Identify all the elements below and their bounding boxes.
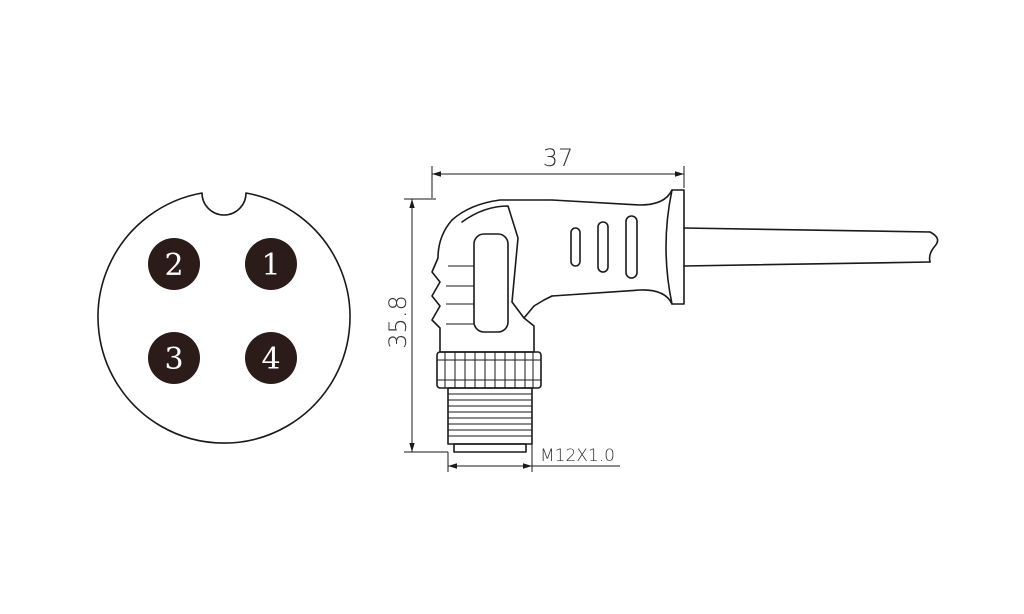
pinout-face-view: 2 1 3 4 <box>97 192 351 444</box>
dimension-thread: M12X1.0 <box>447 444 620 472</box>
pin-1-dot <box>245 238 297 290</box>
pin-3: 3 <box>148 332 200 384</box>
dimension-length: 37 <box>431 144 685 198</box>
pin-1: 1 <box>245 238 297 290</box>
coupling-nut <box>436 351 542 389</box>
grip-slot <box>625 215 638 279</box>
connector-side-view <box>431 189 939 453</box>
cable <box>683 227 939 267</box>
angled-body <box>431 199 553 353</box>
thread-dimension-label: M12X1.0 <box>540 446 615 466</box>
pin-4: 4 <box>245 332 297 384</box>
pin-3-dot <box>148 332 200 384</box>
pin-3-label: 3 <box>164 342 183 377</box>
height-dimension-label: 35.8 <box>384 295 412 348</box>
grip-slot <box>597 221 609 273</box>
pin-2-label: 2 <box>164 248 183 283</box>
strain-relief <box>551 189 685 305</box>
dimension-height: 35.8 <box>384 198 448 453</box>
body-window <box>473 233 509 333</box>
thread-section <box>447 387 533 453</box>
length-dimension-label: 37 <box>543 144 574 172</box>
connector-face-outline <box>97 192 351 444</box>
grip-slot <box>570 227 581 267</box>
pin-2-dot <box>148 238 200 290</box>
pin-4-dot <box>245 332 297 384</box>
pin-1-label: 1 <box>261 248 280 283</box>
pin-4-label: 4 <box>261 342 280 377</box>
pin-2: 2 <box>148 238 200 290</box>
